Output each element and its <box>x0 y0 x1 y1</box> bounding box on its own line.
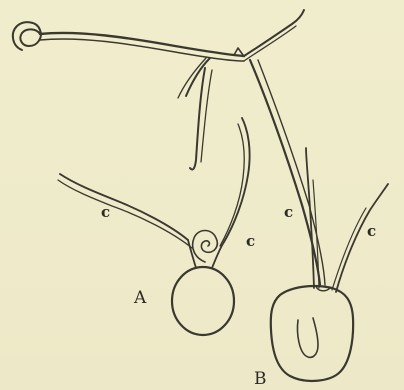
cell-a <box>58 118 250 335</box>
label-c-left: c <box>101 205 110 220</box>
cell-b <box>271 148 388 381</box>
label-c-right-outer: c <box>367 224 376 239</box>
label-c-middle: c <box>246 234 255 249</box>
branching-filament <box>13 10 325 285</box>
label-c-right-inner: c <box>284 205 293 220</box>
label-b: B <box>254 371 267 388</box>
label-a: A <box>134 290 146 307</box>
